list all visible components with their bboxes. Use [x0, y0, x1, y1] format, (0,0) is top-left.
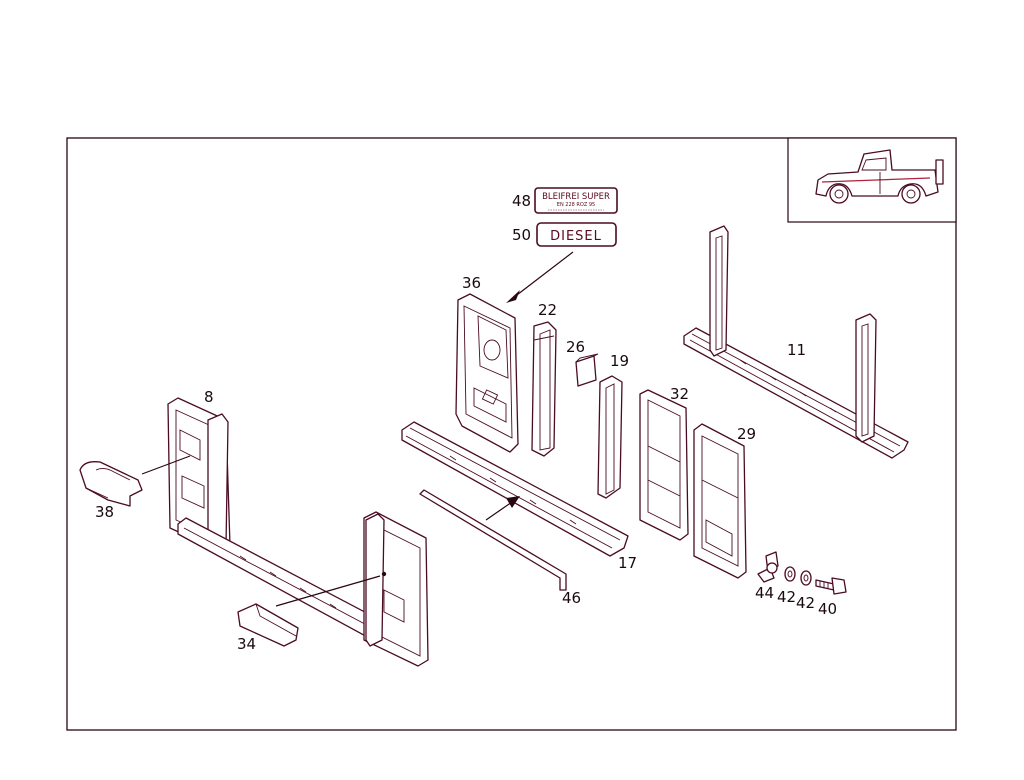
callout-40: 40: [818, 600, 837, 618]
part-29-panel: [693, 423, 747, 579]
part-22-pillar: [531, 321, 557, 457]
decal-bleifrei-title: BLEIFREI SUPER: [542, 192, 610, 202]
callout-50: 50: [512, 226, 531, 244]
callout-8: 8: [204, 388, 214, 406]
part-17-sill: [401, 421, 629, 557]
callout-42b: 42: [796, 594, 815, 612]
leader-34: [275, 575, 381, 607]
callout-42a: 42: [777, 588, 796, 606]
callout-29: 29: [737, 425, 756, 443]
vehicle-thumbnail: [787, 137, 957, 223]
part-32-panel: [639, 389, 689, 541]
decal-bleifrei-sub: EN 228 ROZ 95: [557, 202, 595, 208]
callout-19: 19: [610, 352, 629, 370]
callout-11: 11: [787, 341, 806, 359]
callout-38: 38: [95, 503, 114, 521]
part-38-bracket: [79, 461, 143, 507]
callout-17: 17: [618, 554, 637, 572]
callout-46: 46: [562, 589, 581, 607]
decal-diesel: DIESEL: [550, 229, 602, 244]
part-36-inner-panel: [455, 293, 519, 453]
part-8-left-frame: [167, 397, 429, 667]
callout-48: 48: [512, 192, 531, 210]
part-11-right-frame: [683, 225, 909, 459]
diagram-border: [66, 137, 957, 731]
arrow-to-17: [485, 496, 520, 521]
part-48-fuel-decal: BLEIFREI SUPER EN 228 ROZ 95: [534, 187, 618, 214]
arrow-decal-to-36: [506, 251, 574, 303]
part-42-washer-b: [800, 570, 812, 586]
callout-44: 44: [755, 584, 774, 602]
callout-36: 36: [462, 274, 481, 292]
part-46-rod: [419, 489, 567, 591]
part-19-pillar-trim: [597, 375, 623, 499]
callout-22: 22: [538, 301, 557, 319]
part-42-washer-a: [784, 566, 796, 582]
part-44-wing-nut: [757, 551, 779, 583]
part-50-diesel-decal: DIESEL: [536, 222, 617, 247]
part-26-pad: [575, 353, 599, 387]
leader-38: [141, 455, 191, 475]
callout-26: 26: [566, 338, 585, 356]
callout-32: 32: [670, 385, 689, 403]
callout-34: 34: [237, 635, 256, 653]
part-40-bolt: [815, 577, 847, 595]
part-34-trim: [237, 603, 299, 647]
